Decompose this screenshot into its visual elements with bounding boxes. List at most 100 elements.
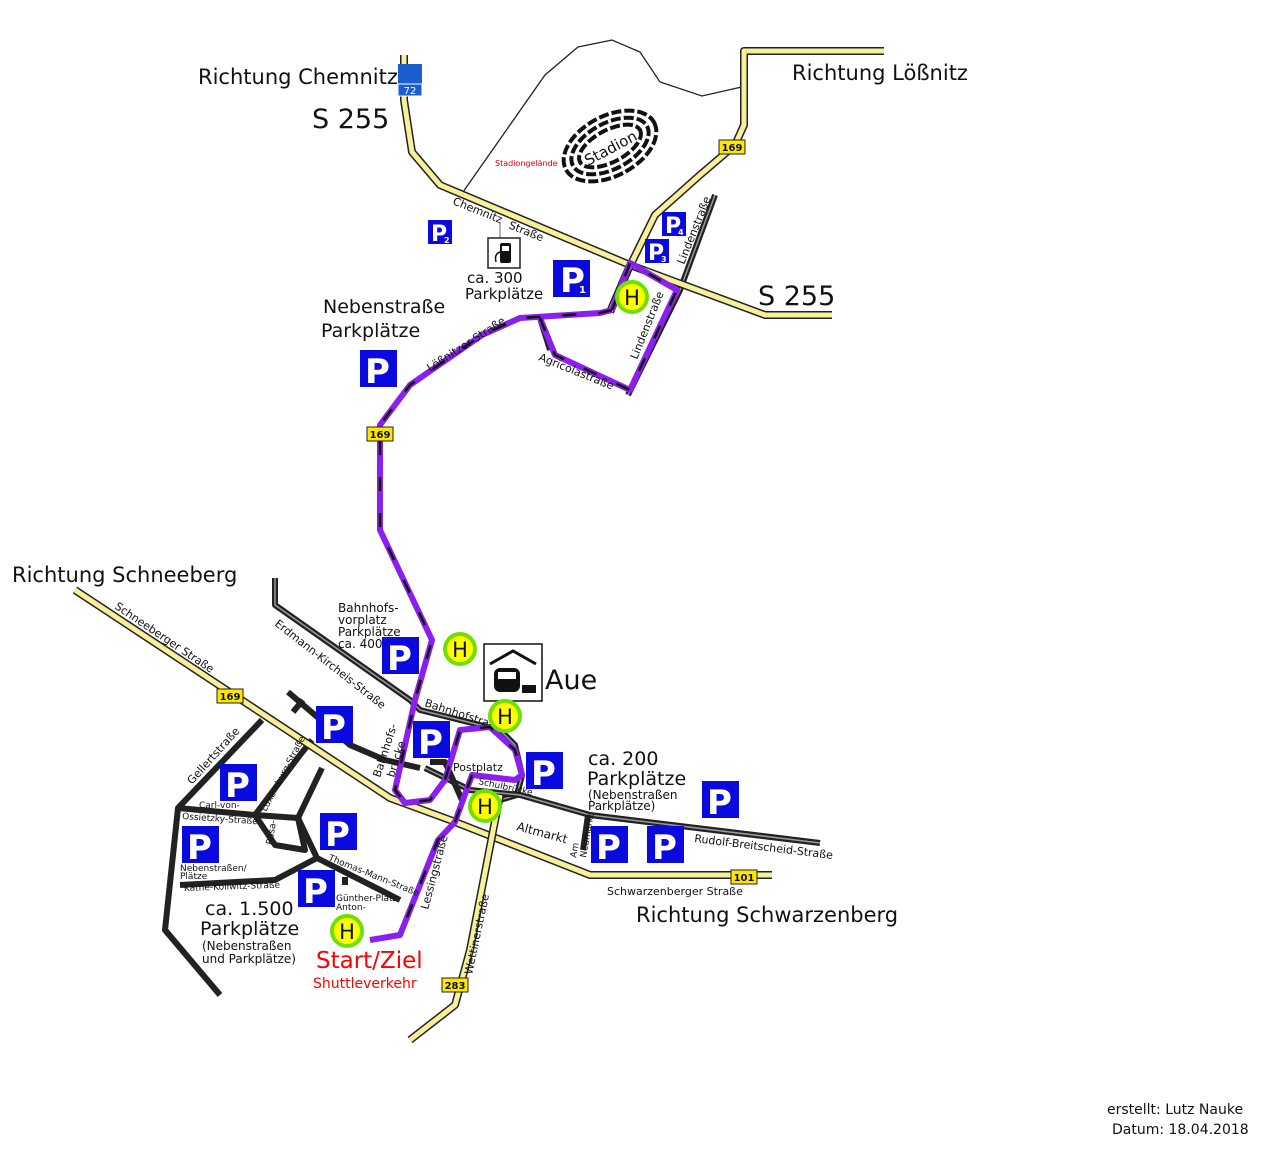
svg-text:169: 169 <box>220 692 241 703</box>
start-finish-title: Start/Ziel <box>316 948 423 974</box>
bus-stop-icon[interactable]: H <box>468 789 502 823</box>
svg-text:P: P <box>560 261 585 301</box>
svg-text:Carl-von-: Carl-von- <box>199 801 240 811</box>
parking-neben-label-2: Parkplätze <box>321 320 420 342</box>
station-name: Aue <box>545 665 597 696</box>
parking-north-count: ca. 300 <box>467 269 523 287</box>
parking-sign-p1[interactable]: P1 <box>553 260 590 301</box>
parking-east-note-1: (Nebenstraßen <box>588 788 677 802</box>
svg-text:Postplatz: Postplatz <box>453 761 503 774</box>
parking-sign-kollwitz[interactable]: P <box>182 826 219 868</box>
svg-text:P: P <box>187 828 212 868</box>
svg-text:Am: Am <box>569 842 581 858</box>
autobahn-a72-shield: 72 <box>397 64 423 97</box>
main-roads <box>72 47 884 1044</box>
parking-sign-thomas-mann[interactable]: P <box>298 870 335 912</box>
svg-text:P: P <box>707 783 732 823</box>
parking-west-note-1: (Nebenstraßen <box>202 939 291 953</box>
svg-text:Anton-: Anton- <box>336 903 366 913</box>
bus-stop-start-icon[interactable]: H <box>330 914 364 948</box>
parking-sign-altmarkt-1[interactable]: P <box>591 826 628 868</box>
parking-sign-postplatz[interactable]: P <box>526 752 563 794</box>
parking-sign-gellert[interactable]: P <box>220 764 257 806</box>
svg-text:Günther-Platz: Günther-Platz <box>336 894 397 904</box>
parking-sign-altmarkt-2[interactable]: P <box>647 826 684 868</box>
parking-sign-luxemburg[interactable]: P <box>320 813 357 855</box>
stadium-icon <box>561 108 659 184</box>
svg-text:169: 169 <box>722 143 743 154</box>
svg-text:283: 283 <box>445 981 466 992</box>
svg-text:H: H <box>452 638 468 662</box>
svg-text:3: 3 <box>661 255 667 264</box>
svg-text:Agricolastraße: Agricolastraße <box>537 351 616 393</box>
svg-text:P: P <box>596 828 621 868</box>
svg-text:P: P <box>648 241 664 266</box>
bus-stop-icon[interactable]: H <box>488 699 522 733</box>
svg-text:H: H <box>624 286 640 310</box>
route-shield-283: 283 <box>441 977 469 993</box>
svg-text:101: 101 <box>734 873 755 884</box>
road-s255-east: S 255 <box>758 281 835 312</box>
parking-sign-p2[interactable]: P2 <box>428 220 452 247</box>
start-finish-subtitle: Shuttleverkehr <box>313 976 417 992</box>
svg-text:P: P <box>665 214 681 239</box>
parking-sign-bahnhofstrasse[interactable]: P <box>413 721 450 763</box>
parking-west-label: Parkplätze <box>200 918 299 940</box>
svg-text:Schneeberger Straße: Schneeberger Straße <box>112 600 216 676</box>
svg-text:P: P <box>431 222 447 247</box>
bus-stop-icon[interactable]: H <box>443 632 477 666</box>
parking-north-label: Parkplätze <box>465 285 543 303</box>
svg-text:H: H <box>497 705 513 729</box>
route-shield-169-west: 169 <box>216 688 244 704</box>
parking-east-count: ca. 200 <box>588 748 658 770</box>
parking-west-count: ca. 1.500 <box>205 898 294 920</box>
parking-sign-p4[interactable]: P4 <box>662 212 686 239</box>
train-station-icon <box>483 643 543 702</box>
direction-chemnitz: Richtung Chemnitz <box>198 65 398 89</box>
svg-text:Käthe-Kollwitz-Straße: Käthe-Kollwitz-Straße <box>184 881 281 894</box>
bus-stop-icon[interactable]: H <box>615 280 649 314</box>
petrol-station-icon <box>487 237 521 269</box>
svg-text:4: 4 <box>678 228 684 237</box>
parking-sign-nebenstrasse[interactable]: P <box>360 350 397 392</box>
svg-text:P: P <box>225 766 250 806</box>
svg-text:Plätze: Plätze <box>180 872 208 882</box>
parking-east-label: Parkplätze <box>587 768 686 790</box>
svg-text:P: P <box>325 815 350 855</box>
shuttle-route <box>369 260 680 943</box>
direction-loessnitz: Richtung Lößnitz <box>792 61 968 85</box>
parking-sign-p3[interactable]: P3 <box>645 239 669 266</box>
svg-text:Nebenstraßen/: Nebenstraßen/ <box>180 864 248 874</box>
road-s255-north: S 255 <box>312 104 389 135</box>
stadium-grounds-boundary <box>462 39 747 193</box>
route-shield-169-center: 169 <box>366 426 394 442</box>
svg-text:P: P <box>303 872 328 912</box>
direction-schneeberg: Richtung Schneeberg <box>12 563 237 587</box>
parking-bahnhof-1: Bahnhofs- <box>338 601 399 615</box>
parking-sign-west-1[interactable]: P <box>316 706 353 748</box>
parking-east-note-2: Parkplätze) <box>588 799 655 813</box>
svg-text:Altmarkt: Altmarkt <box>515 819 569 846</box>
parking-sign-bahnhof[interactable]: P <box>382 637 419 679</box>
svg-text:Thomas-Mann-Straße: Thomas-Mann-Straße <box>326 853 421 899</box>
svg-text:P: P <box>531 754 556 794</box>
svg-text:Wettinerstraße: Wettinerstraße <box>462 893 492 976</box>
parking-bahnhof-4: ca. 400 <box>338 637 382 651</box>
parking-bahnhof-3: Parkplätze <box>338 625 401 639</box>
route-shield-101: 101 <box>730 869 758 885</box>
svg-text:P: P <box>652 828 677 868</box>
svg-text:Rosa-: Rosa- <box>265 819 279 845</box>
svg-text:169: 169 <box>370 430 391 441</box>
svg-text:H: H <box>339 920 355 944</box>
svg-text:Luxemburg-Straße: Luxemburg-Straße <box>260 735 308 814</box>
parking-neben-label-1: Nebenstraße <box>323 296 445 318</box>
parking-west-note-2: und Parkplätze) <box>202 952 296 966</box>
svg-text:H: H <box>477 795 493 819</box>
svg-text:Lößnitzer Straße: Lößnitzer Straße <box>425 314 508 374</box>
svg-text:72: 72 <box>404 86 417 97</box>
route-shield-169-north: 169 <box>718 139 746 155</box>
svg-text:P: P <box>321 708 346 748</box>
credits-author: erstellt: Lutz Nauke <box>1107 1102 1243 1118</box>
parking-sign-east-1[interactable]: P <box>702 781 739 823</box>
